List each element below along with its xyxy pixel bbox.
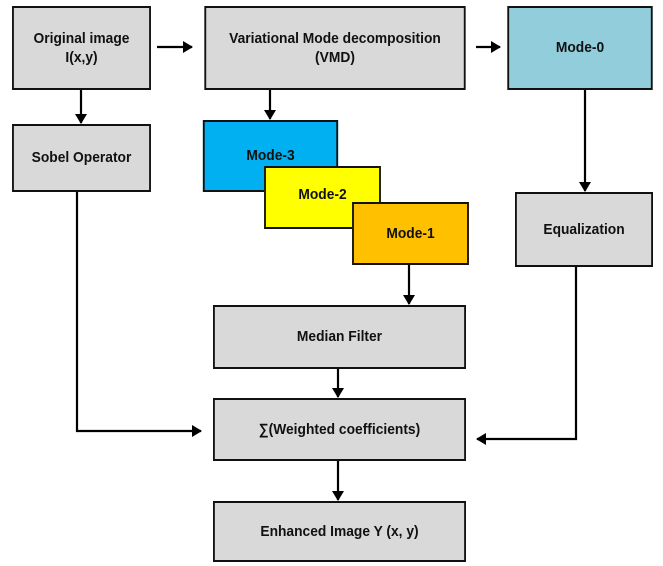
node-sobel-operator-label: Sobel Operator bbox=[31, 149, 132, 167]
node-original-image-label: Original image I(x,y) bbox=[33, 29, 130, 67]
node-equalization-label: Equalization bbox=[543, 220, 625, 238]
node-sobel-operator: Sobel Operator bbox=[12, 124, 151, 192]
node-mode-1: Mode-1 bbox=[352, 202, 469, 265]
edge-equalization-weighted bbox=[476, 266, 578, 445]
node-mode-1-label: Mode-1 bbox=[386, 224, 435, 242]
node-mode-2-label: Mode-2 bbox=[298, 186, 347, 203]
node-original-image: Original image I(x,y) bbox=[12, 6, 151, 90]
node-mode-3-label: Mode-3 bbox=[246, 147, 295, 164]
node-mode-0-label: Mode-0 bbox=[555, 39, 605, 57]
node-enhanced-image: Enhanced Image Y (x, y) bbox=[213, 501, 466, 562]
node-vmd: Variational Mode decomposition (VMD) bbox=[204, 6, 466, 90]
node-enhanced-image-label: Enhanced Image Y (x, y) bbox=[260, 522, 419, 540]
node-median-filter-label: Median Filter bbox=[296, 328, 383, 346]
node-weighted-coefficients-label: ∑(Weighted coefficients) bbox=[258, 420, 421, 438]
node-weighted-coefficients: ∑(Weighted coefficients) bbox=[213, 398, 466, 461]
node-mode-0: Mode-0 bbox=[507, 6, 653, 90]
node-vmd-label: Variational Mode decomposition (VMD) bbox=[229, 29, 441, 67]
node-median-filter: Median Filter bbox=[213, 305, 466, 369]
node-equalization: Equalization bbox=[515, 192, 653, 267]
edge-sobel-weighted bbox=[75, 191, 202, 437]
